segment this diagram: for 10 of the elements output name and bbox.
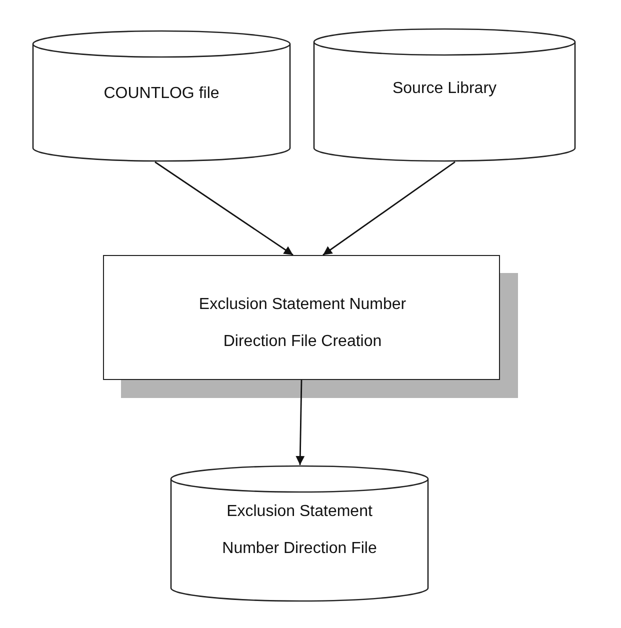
arrow bbox=[296, 380, 305, 466]
node-label: COUNTLOG file bbox=[102, 84, 220, 104]
arrow bbox=[154, 161, 294, 256]
node-label: Exclusion Statement Number Direction File Creation bbox=[198, 295, 408, 352]
database-cylinder bbox=[313, 28, 576, 162]
node-label: Exclusion Statement Number Direction File bbox=[221, 502, 378, 559]
node-label: Source Library bbox=[391, 79, 498, 99]
database-cylinder bbox=[32, 30, 291, 162]
database-cylinder bbox=[170, 465, 429, 602]
arrow bbox=[322, 161, 456, 256]
